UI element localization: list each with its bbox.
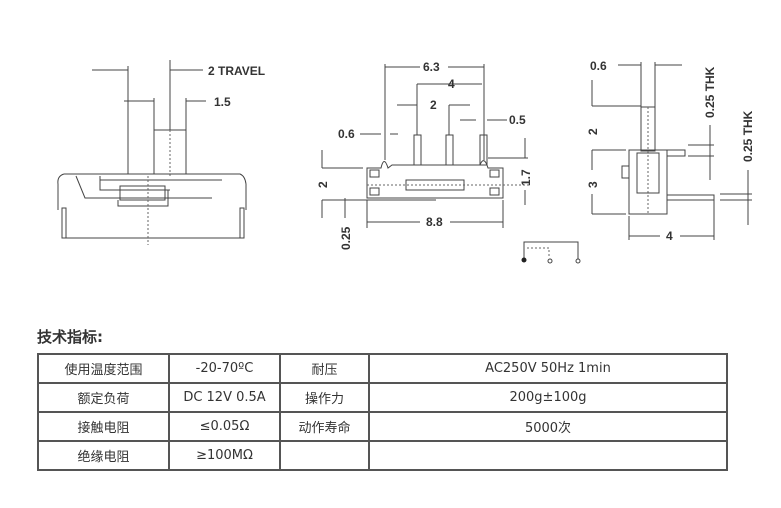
spec-value: ≥100MΩ	[168, 440, 281, 471]
specs-title: 技术指标:	[37, 328, 103, 346]
spec-value	[368, 440, 728, 471]
dim-2: 2	[430, 98, 437, 112]
dim-1-7: 1.7	[519, 169, 533, 186]
spec-label: 绝缘电阻	[37, 440, 170, 471]
technical-drawings: 2 TRAVEL 1.5 6.3 4 2 0.5 0.6 8.8 2 0.25 …	[57, 59, 755, 264]
spec-label	[279, 440, 370, 471]
side-view-drawing: 2 TRAVEL 1.5	[57, 60, 265, 245]
knob-width-label: 1.5	[214, 95, 231, 109]
dim-0-5: 0.5	[509, 113, 526, 127]
spec-label: 额定负荷	[37, 382, 170, 413]
dim-end-0-6: 0.6	[590, 59, 607, 73]
dim-end-3: 3	[586, 181, 600, 188]
end-view-drawing: 0.6 2 3 4 0.25 THK 0.25 THK	[586, 59, 755, 243]
spec-value: 5000次	[368, 411, 728, 442]
dim-4: 4	[448, 77, 455, 91]
travel-label: 2 TRAVEL	[208, 64, 265, 78]
dim-thk-bottom: 0.25 THK	[741, 110, 755, 162]
circuit-symbol	[521, 241, 581, 264]
spec-label: 使用温度范围	[37, 353, 170, 384]
dim-end-2: 2	[586, 128, 600, 135]
spec-value: -20-70ºC	[168, 353, 281, 384]
spec-label: 接触电阻	[37, 411, 170, 442]
dim-8-8: 8.8	[426, 215, 443, 229]
spec-label: 操作力	[279, 382, 370, 413]
spec-label: 耐压	[279, 353, 370, 384]
dim-0-25: 0.25	[339, 226, 353, 250]
dim-0-6: 0.6	[338, 127, 355, 141]
dim-thk-top: 0.25 THK	[703, 66, 717, 118]
spec-value: ≤0.05Ω	[168, 411, 281, 442]
spec-label: 动作寿命	[279, 411, 370, 442]
dim-end-4: 4	[666, 229, 673, 243]
dim-body-2: 2	[316, 181, 330, 188]
table-row: 绝缘电阻≥100MΩ	[37, 440, 728, 471]
spec-value: DC 12V 0.5A	[168, 382, 281, 413]
front-view-drawing: 6.3 4 2 0.5 0.6 8.8 2 0.25 1.7	[316, 60, 533, 250]
dim-6-3: 6.3	[423, 60, 440, 74]
spec-value: 200g±100g	[368, 382, 728, 413]
spec-value: AC250V 50Hz 1min	[368, 353, 728, 384]
